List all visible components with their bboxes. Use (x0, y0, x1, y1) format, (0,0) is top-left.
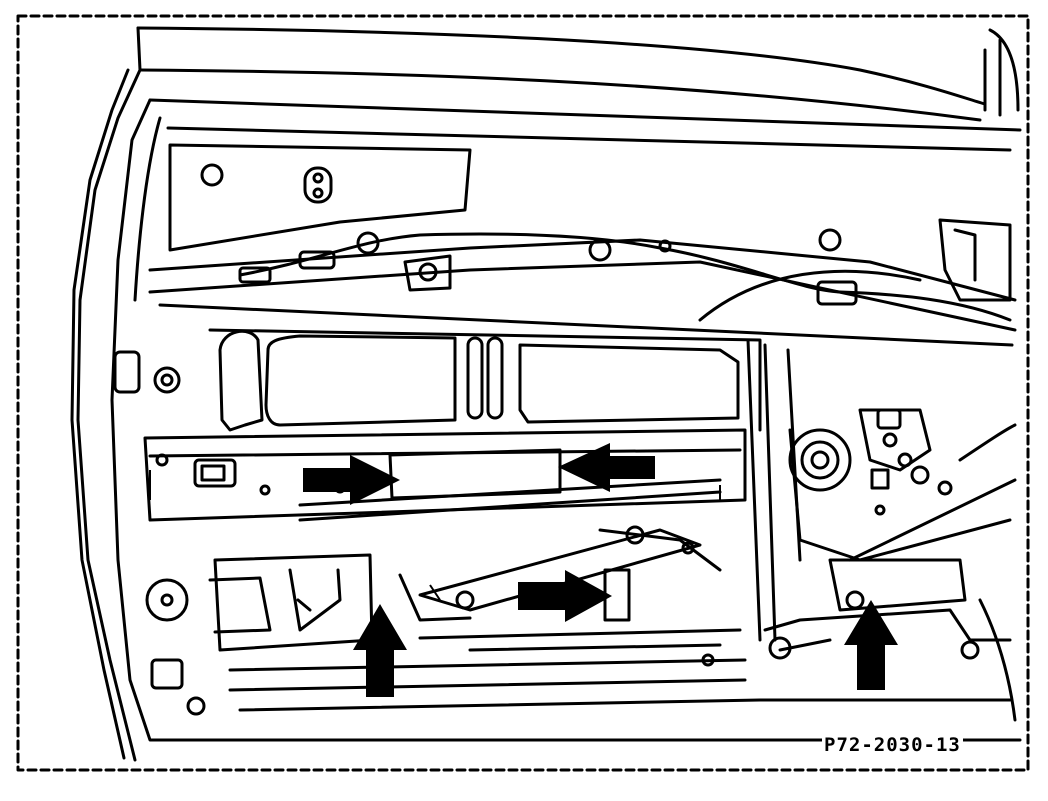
inner-panel-outline (148, 98, 1022, 132)
figure-reference-code: P72-2030-13 (822, 734, 963, 756)
regulator-band (143, 428, 747, 522)
arrow-center-lower (518, 570, 612, 622)
panel-slot-1 (466, 336, 484, 420)
regulator-arm (418, 528, 702, 612)
lower-left-bolt (145, 578, 189, 622)
arrow-right-upper (558, 443, 655, 492)
door-outer-shell (76, 26, 142, 762)
dashed-frame (16, 14, 1030, 772)
arrow-right-bottom (844, 600, 898, 690)
window-motor (788, 428, 852, 492)
guide-rail-left (746, 338, 762, 642)
panel-cutout-left (264, 334, 457, 427)
window-channel (168, 143, 472, 252)
panel-cutout-right (518, 343, 740, 424)
panel-slot-2 (486, 336, 504, 420)
arrow-left-bottom (353, 604, 407, 697)
lower-bracket (213, 553, 374, 652)
arrow-left-upper (303, 455, 400, 505)
